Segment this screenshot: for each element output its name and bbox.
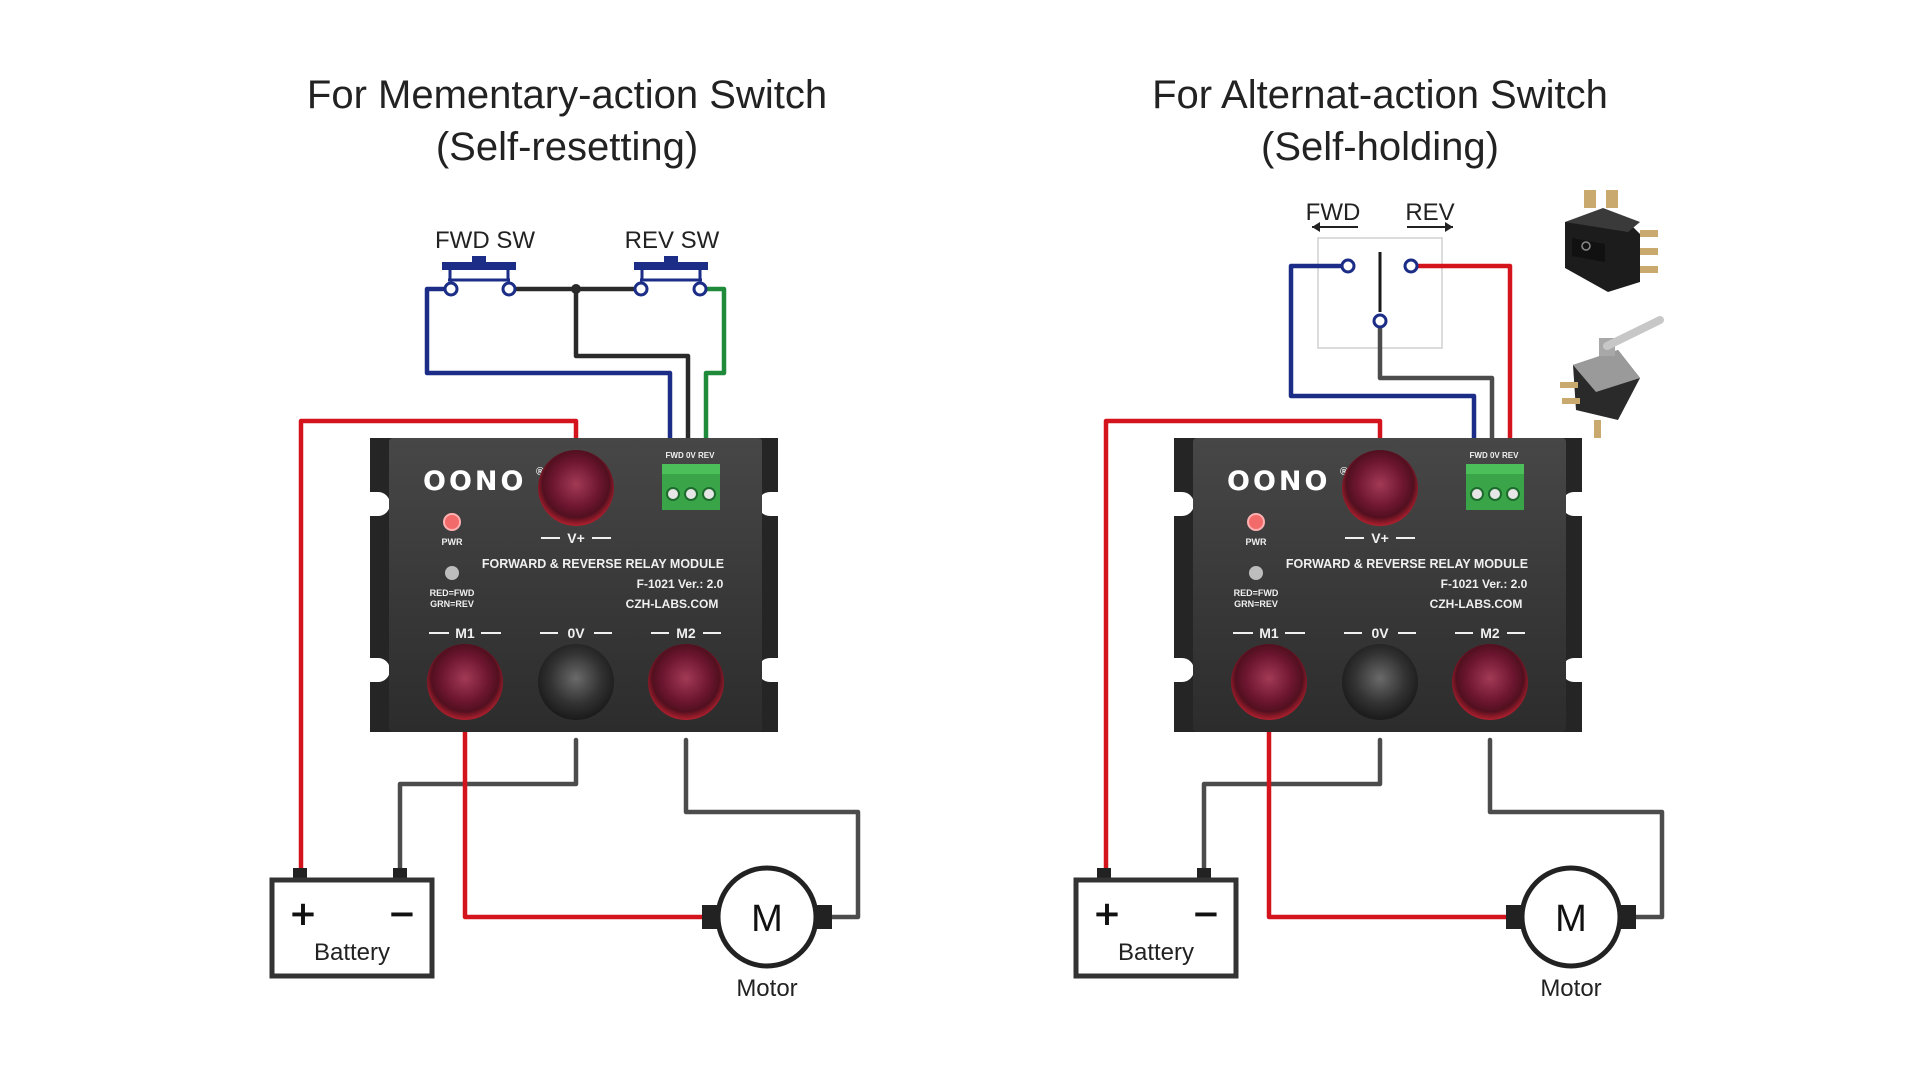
status-led: [1249, 566, 1263, 580]
module-registered: ®: [536, 466, 544, 478]
motor-label: Motor: [1540, 975, 1601, 1002]
module-brand: OONO: [1227, 466, 1330, 497]
pwr-label: PWR: [442, 537, 463, 547]
fwd-switch-label: FWD SW: [435, 227, 535, 254]
module-registered: ®: [1340, 466, 1348, 478]
m2-label: M2: [1480, 625, 1500, 641]
battery-right: + − Battery: [1073, 868, 1239, 979]
right-title-line1: For Alternat-action Switch: [1152, 73, 1608, 117]
battery-label: Battery: [314, 939, 390, 966]
ov-terminal: [1342, 644, 1418, 720]
m2-terminal: [1452, 644, 1528, 720]
terminal-block: FWD 0V REV: [662, 451, 720, 510]
left-title-line1: For Mementary-action Switch: [307, 73, 827, 117]
model-title: FORWARD & REVERSE RELAY MODULE: [1286, 557, 1528, 571]
pwr-led: [1247, 513, 1265, 531]
battery-label: Battery: [1118, 939, 1194, 966]
relay-module-left: OONO ® PWR RED=FWD GRN=REV V+ FORWARD & …: [370, 438, 778, 732]
rev-label: REV: [1405, 199, 1454, 226]
ov-label: 0V: [1371, 625, 1389, 641]
motor-label: Motor: [736, 975, 797, 1002]
left-title-line2: (Self-resetting): [436, 125, 698, 169]
m2-terminal: [648, 644, 724, 720]
motor-left: M Motor: [702, 865, 832, 1002]
model-line: F-1021 Ver.: 2.0: [1441, 577, 1528, 591]
right-diagram: For Alternat-action Switch (Self-holding…: [1073, 73, 1665, 1002]
battery-left: + − Battery: [269, 868, 435, 979]
terminal-label: FWD 0V REV: [1470, 451, 1520, 460]
m1-terminal: [427, 644, 503, 720]
motor-right: M Motor: [1506, 865, 1636, 1002]
battery-minus: −: [388, 894, 417, 934]
battery-minus: −: [1192, 894, 1221, 934]
vplus-terminal: [538, 450, 614, 526]
fwd-push-button: [442, 256, 516, 282]
m1-label: M1: [1259, 625, 1279, 641]
rev-switch-label: REV SW: [625, 227, 720, 254]
rev-push-button: [634, 256, 708, 282]
status-led: [445, 566, 459, 580]
toggle-switch-photo: [1560, 316, 1664, 438]
model-title: FORWARD & REVERSE RELAY MODULE: [482, 557, 724, 571]
motor-symbol: M: [751, 898, 783, 940]
status-line1: RED=FWD: [1234, 588, 1279, 598]
vplus-label: V+: [1371, 530, 1389, 546]
motor-symbol: M: [1555, 898, 1587, 940]
vplus-label: V+: [567, 530, 585, 546]
pwr-led: [443, 513, 461, 531]
terminal-block: FWD 0V REV: [1466, 451, 1524, 510]
model-line: F-1021 Ver.: 2.0: [637, 577, 724, 591]
m1-terminal: [1231, 644, 1307, 720]
pwr-label: PWR: [1246, 537, 1267, 547]
website: CZH-LABS.COM: [626, 597, 719, 611]
relay-module-right: OONO ® PWR RED=FWD GRN=REV V+ FORWARD & …: [1174, 438, 1582, 732]
battery-plus: +: [1093, 894, 1122, 934]
m2-label: M2: [676, 625, 696, 641]
status-line1: RED=FWD: [430, 588, 475, 598]
status-line2: GRN=REV: [430, 599, 474, 609]
battery-plus: +: [289, 894, 318, 934]
m1-label: M1: [455, 625, 475, 641]
left-diagram: For Mementary-action Switch (Self-resett…: [269, 73, 861, 1002]
fwd-label: FWD: [1306, 199, 1361, 226]
right-title-line2: (Self-holding): [1261, 125, 1499, 169]
rocker-switch-photo: [1565, 190, 1658, 292]
status-line2: GRN=REV: [1234, 599, 1278, 609]
ov-label: 0V: [567, 625, 585, 641]
module-brand: OONO: [423, 466, 526, 497]
website: CZH-LABS.COM: [1430, 597, 1523, 611]
ov-terminal: [538, 644, 614, 720]
vplus-terminal: [1342, 450, 1418, 526]
terminal-label: FWD 0V REV: [666, 451, 716, 460]
